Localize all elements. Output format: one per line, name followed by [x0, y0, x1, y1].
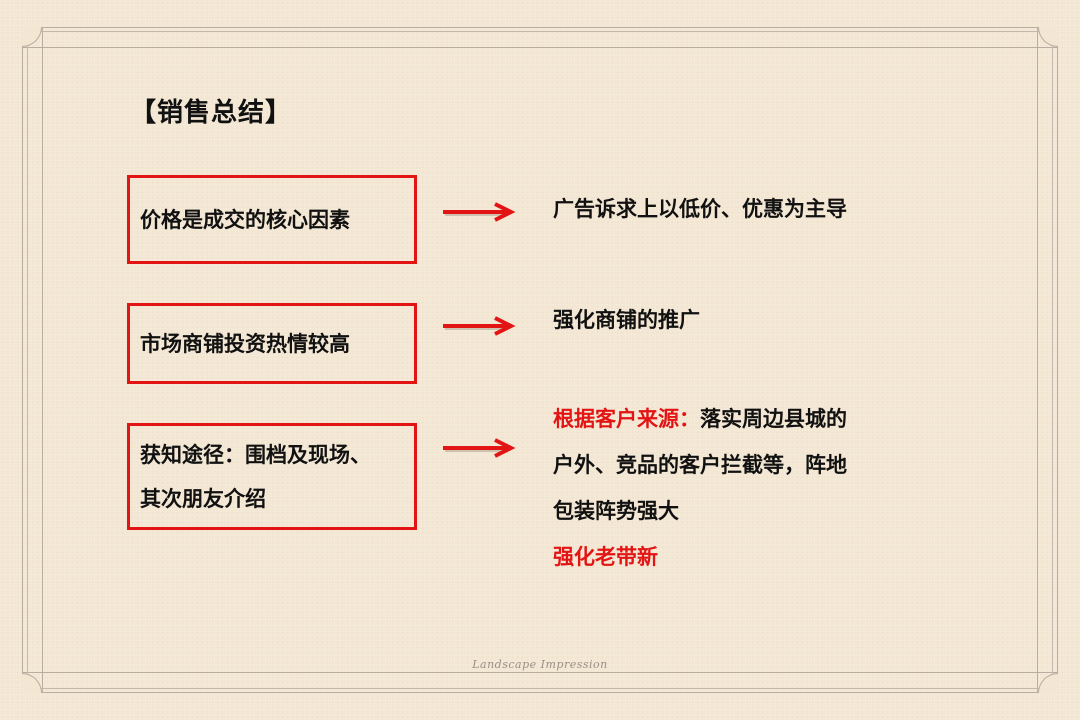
action-text-shop-promotion: 强化商铺的推广	[553, 308, 700, 332]
action-line-4-highlight: 强化老带新	[553, 545, 658, 569]
right-arrow-icon	[443, 316, 516, 336]
finding-text-line-2: 其次朋友介绍	[140, 486, 266, 511]
action-text-customer-source: 根据客户来源：落实周边县城的 户外、竞品的客户拦截等，阵地 包装阵势强大 强化老…	[553, 396, 923, 580]
finding-box-channels: 获知途径：围档及现场、 其次朋友介绍	[127, 423, 417, 530]
action-text-ad-appeal: 广告诉求上以低价、优惠为主导	[553, 197, 847, 221]
action-line-3: 包装阵势强大	[553, 499, 679, 523]
right-arrow-icon	[443, 438, 516, 458]
decorative-frame-inner	[27, 31, 1053, 689]
highlight-label: 根据客户来源：	[553, 407, 700, 431]
action-line-1-rest: 落实周边县城的	[700, 407, 847, 431]
action-line-1: 根据客户来源：落实周边县城的	[553, 396, 923, 442]
footer-watermark: Landscape Impression	[472, 658, 608, 671]
slide-title: 【销售总结】	[130, 98, 293, 128]
finding-text: 市场商铺投资热情较高	[140, 331, 350, 356]
right-arrow-icon	[443, 202, 516, 222]
action-line-2: 户外、竞品的客户拦截等，阵地	[553, 453, 847, 477]
finding-text-line-1: 获知途径：围档及现场、	[140, 442, 371, 467]
decorative-frame-outer-2	[42, 27, 1038, 693]
finding-text: 价格是成交的核心因素	[140, 207, 350, 232]
finding-box-shop-investment: 市场商铺投资热情较高	[127, 303, 417, 384]
finding-box-price: 价格是成交的核心因素	[127, 175, 417, 264]
decorative-frame-outer	[22, 47, 1058, 673]
